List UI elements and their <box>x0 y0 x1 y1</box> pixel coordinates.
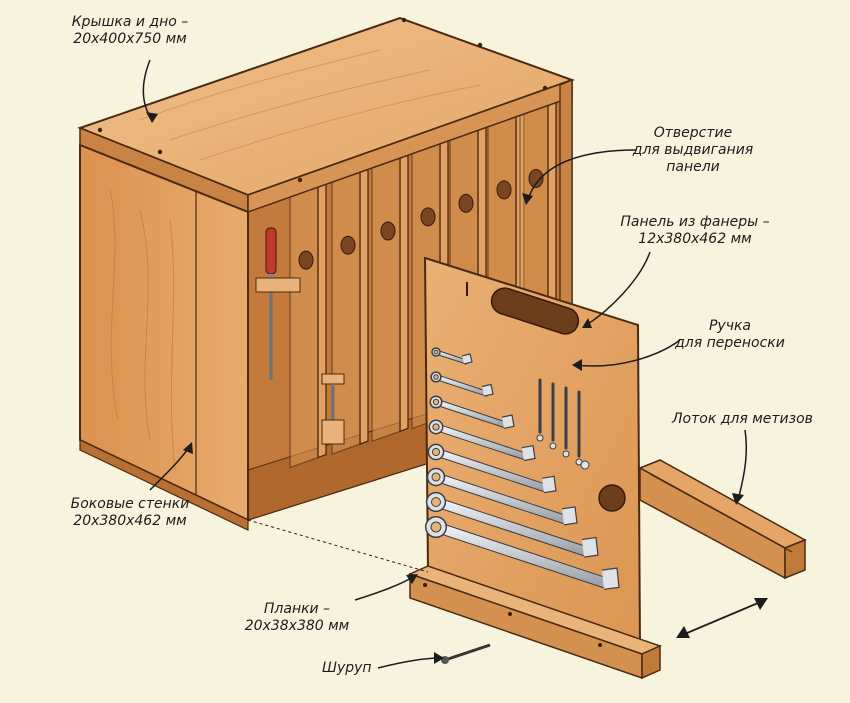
label-hardware-tray: Лоток для метизов <box>672 411 813 428</box>
cabinet-side-wall <box>79 143 249 531</box>
wrench <box>429 395 515 429</box>
divider-panel <box>331 146 369 456</box>
divider-hole <box>528 169 544 188</box>
cabinet-top <box>77 16 575 214</box>
label-slats-line2: 20x38x380 мм <box>244 618 350 634</box>
label-tray-line1: Лоток для метизов <box>672 411 813 427</box>
label-carry-handle: Ручка для переноски <box>660 318 800 352</box>
guide-lines <box>247 519 429 573</box>
screw-part <box>441 643 491 664</box>
label-screw-line1: Шуруп <box>322 660 372 676</box>
divider-panel <box>289 161 327 469</box>
label-slats: Планки – 20x38x380 мм <box>232 601 362 635</box>
wrench <box>426 467 578 526</box>
label-handle-line1: Ручка <box>708 318 752 334</box>
wrench-set <box>424 347 620 590</box>
hex-key <box>536 378 544 442</box>
direction-arrow <box>676 598 768 638</box>
label-screw: Шуруп <box>322 660 372 677</box>
screwdriver-tool <box>255 227 345 445</box>
label-slats-line1: Планки – <box>263 601 331 617</box>
hex-key <box>549 382 557 450</box>
label-lid-line1: Крышка и дно – <box>71 14 189 30</box>
label-sides-line2: 20x380x462 мм <box>73 513 187 529</box>
small-bolt <box>580 460 590 470</box>
wrench <box>424 515 620 590</box>
divider-panel <box>371 132 409 443</box>
label-hole-line1: Отверстие <box>653 125 733 141</box>
divider-hole <box>380 221 396 241</box>
label-side-walls: Боковые стенки 20x380x462 мм <box>40 496 220 530</box>
divider-hole <box>420 207 436 227</box>
divider-hole <box>340 235 356 255</box>
wrench <box>425 491 599 558</box>
label-lid-and-bottom: Крышка и дно – 20x400x750 мм <box>30 14 230 48</box>
wrench <box>428 419 536 462</box>
label-lid-line2: 20x400x750 мм <box>73 31 187 47</box>
base-slats <box>407 565 663 680</box>
divider-hole <box>298 250 314 270</box>
wrench <box>427 443 557 494</box>
label-handle-line2: для переноски <box>675 335 785 351</box>
label-panel-line2: 12x380x462 мм <box>638 231 752 247</box>
label-plywood-panel: Панель из фанеры – 12x380x462 мм <box>600 214 790 248</box>
label-panel-line1: Панель из фанеры – <box>620 214 770 230</box>
hex-key <box>562 386 570 458</box>
divider-hole <box>496 180 512 200</box>
divider-hole <box>458 193 474 213</box>
label-hole: Отверстие для выдвигания панели <box>618 125 768 176</box>
wrench <box>431 347 473 365</box>
label-hole-line2: для выдвигания <box>632 142 754 158</box>
label-sides-line1: Боковые стенки <box>70 496 190 512</box>
hardware-tray <box>638 459 807 580</box>
hex-key-set <box>536 378 590 470</box>
wrench <box>430 371 494 397</box>
label-hole-line3: панели <box>666 159 720 175</box>
